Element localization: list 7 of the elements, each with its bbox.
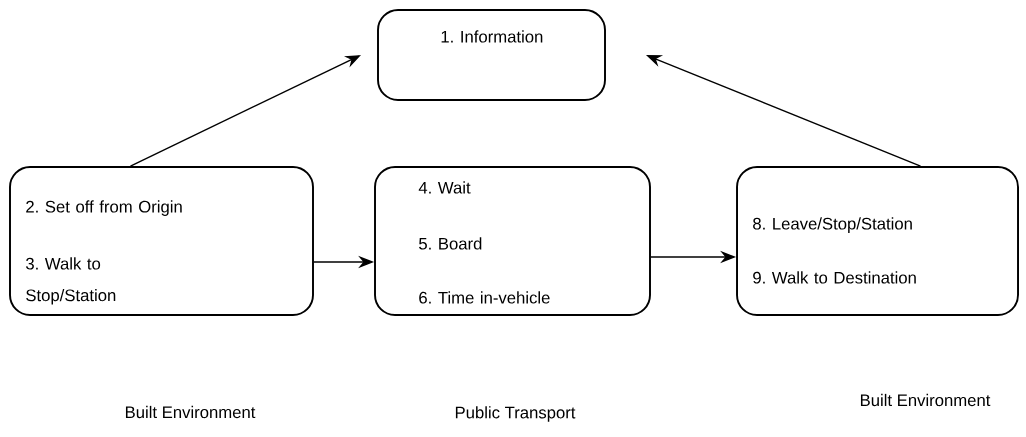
process-box: 1. Information xyxy=(377,9,606,101)
caption-label: Built Environment xyxy=(125,405,256,419)
process-box: 2. Set off from Origin 3. Walk to Stop/Station xyxy=(9,166,314,316)
caption-label: Public Transport xyxy=(455,406,576,422)
caption-label: Built Environment xyxy=(860,393,991,407)
process-box: 8. Leave/Stop/Station 9. Walk to Destination xyxy=(736,166,1019,316)
process-box: 4. Wait 5. Board 6. Time in-vehicle xyxy=(374,166,651,316)
